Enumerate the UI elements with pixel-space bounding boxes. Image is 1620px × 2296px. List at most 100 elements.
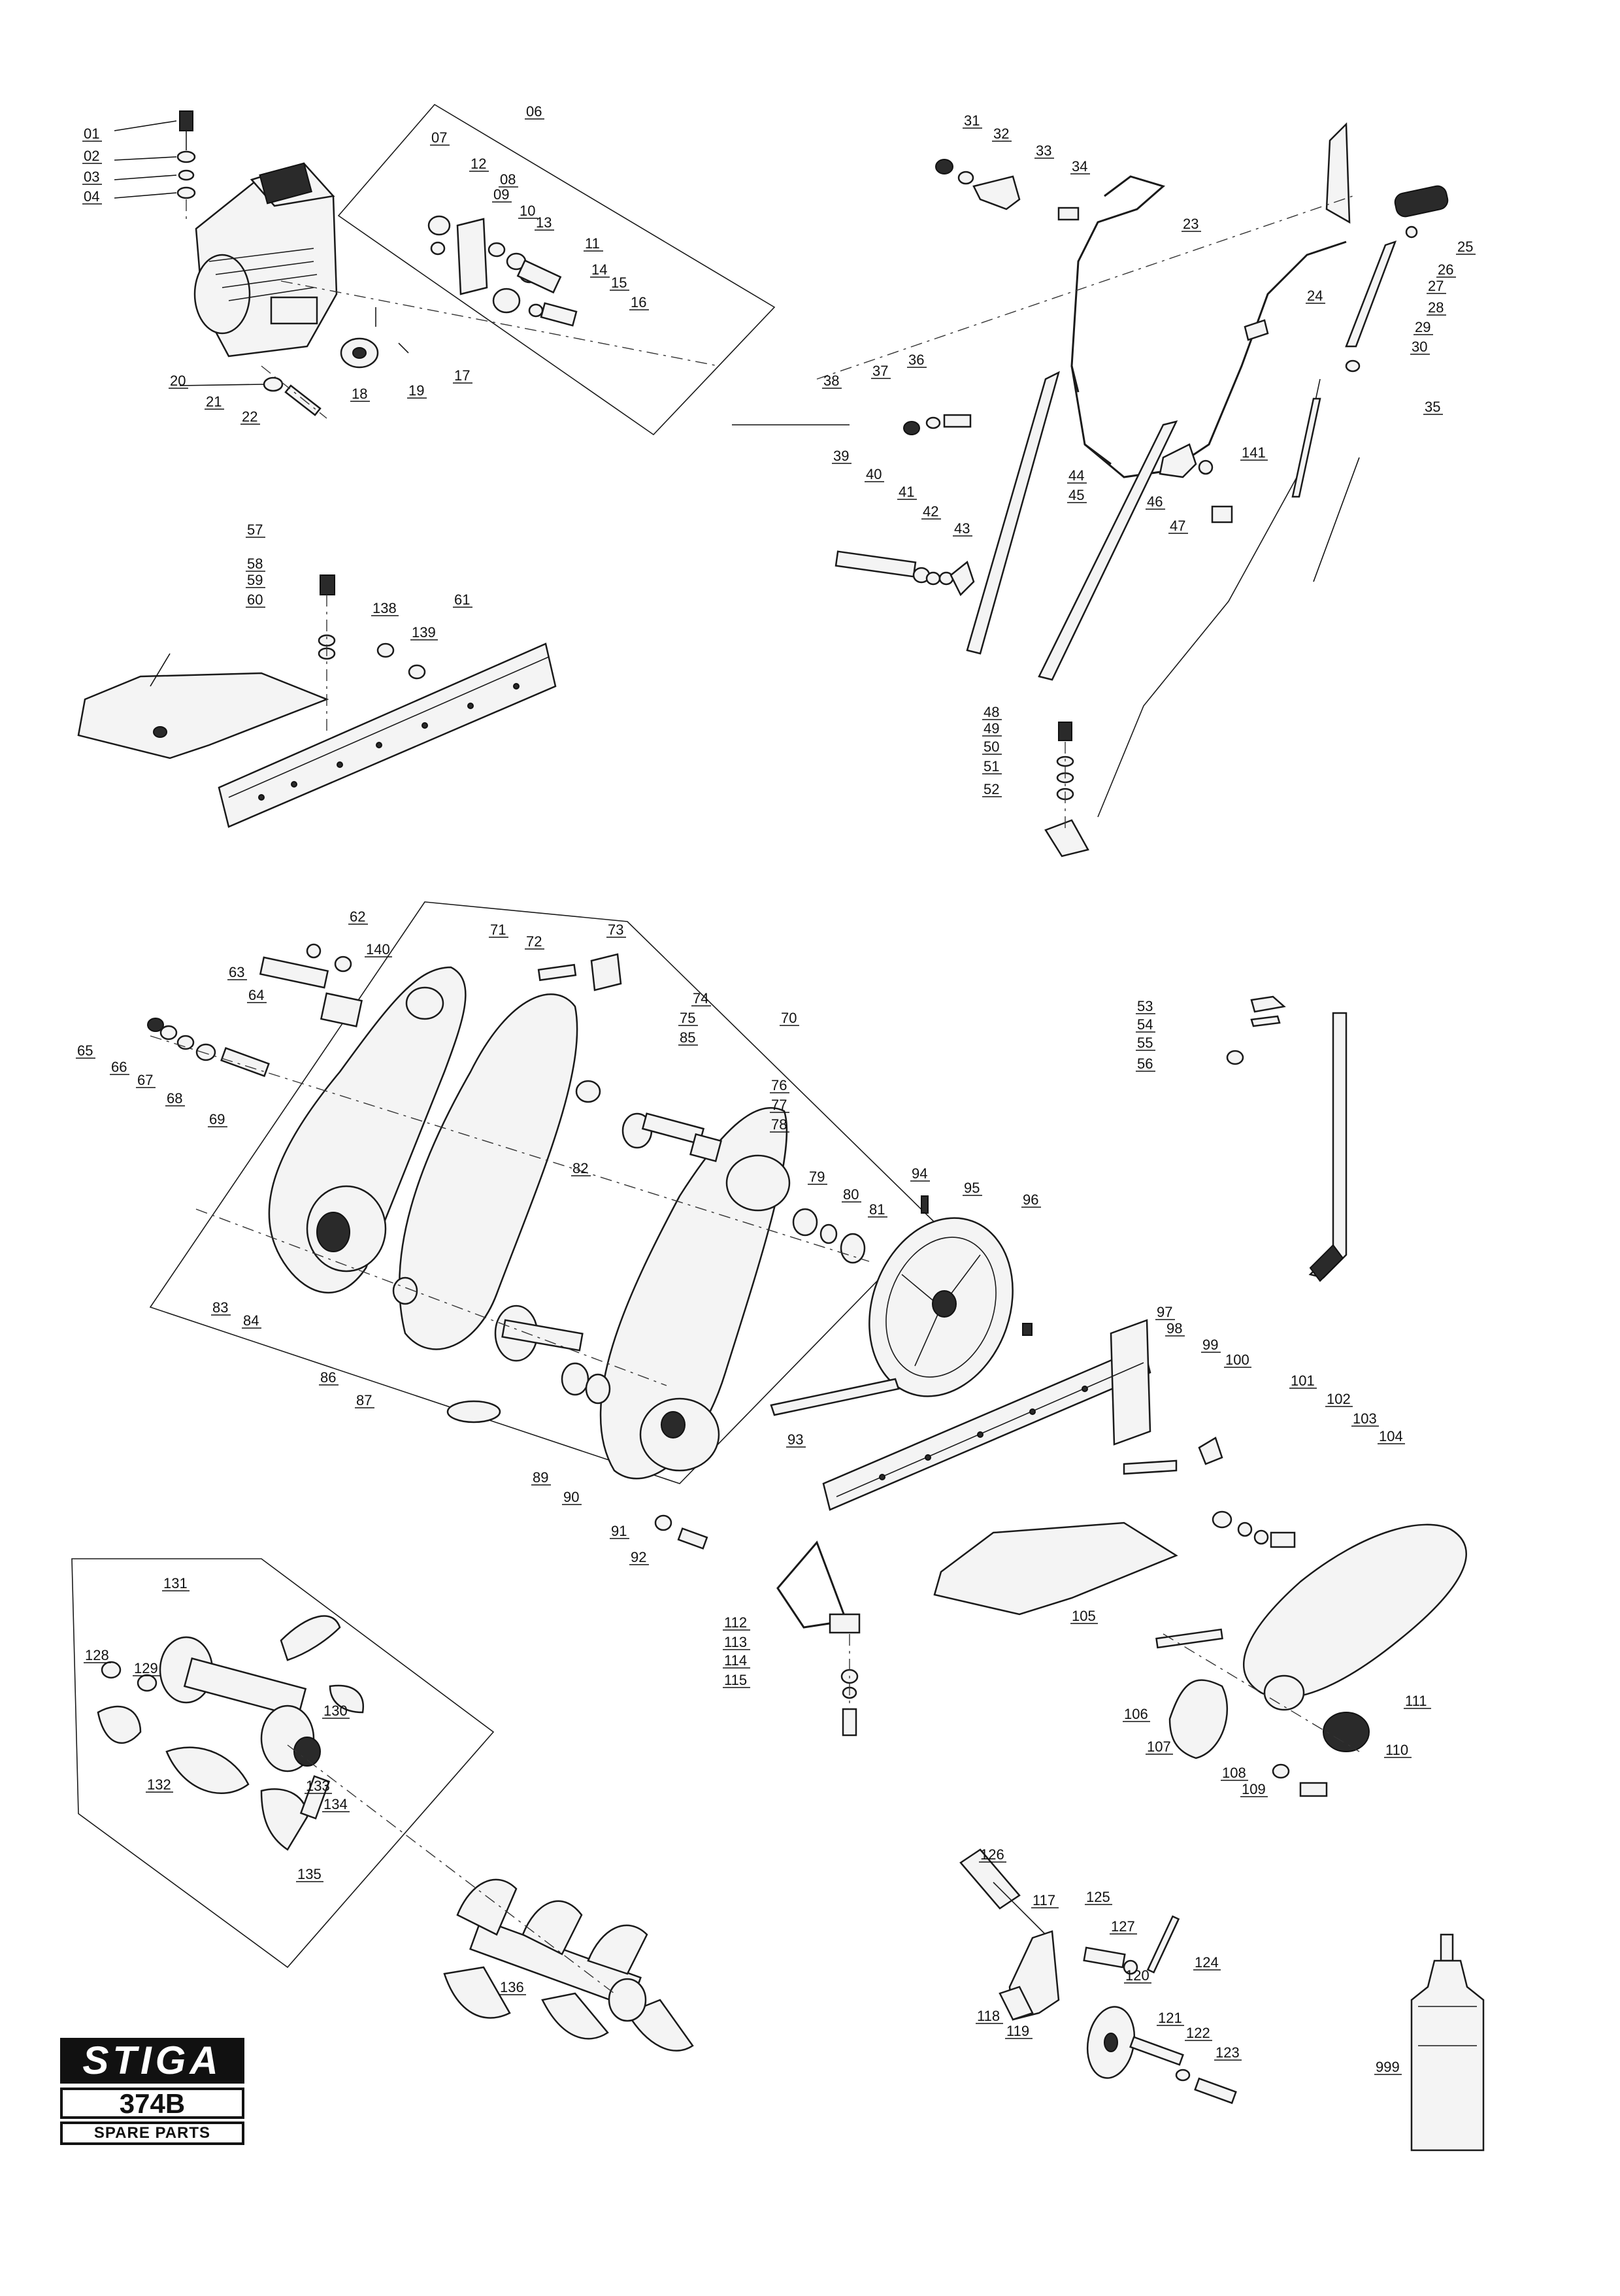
part-label-85: 85 [680,1029,695,1046]
part-label-999: 999 [1376,2059,1400,2075]
part-label-13: 13 [536,214,552,231]
part-label-76: 76 [771,1077,787,1093]
part-label-132: 132 [147,1776,171,1793]
bearing-74 [575,1080,601,1103]
tine-group-frame [71,1558,495,1969]
part-label-45: 45 [1068,487,1084,503]
part-label-18: 18 [352,386,367,402]
part-label-72: 72 [526,933,542,950]
part-label-115: 115 [724,1672,747,1688]
part-label-36: 36 [908,352,924,368]
part-label-41: 41 [899,484,914,500]
part-label-21: 21 [206,393,222,410]
part-91 [654,1514,672,1531]
bolt-104 [1270,1531,1296,1548]
part-98 [1123,1459,1178,1475]
part-label-32: 32 [993,125,1009,142]
part-label-61: 61 [454,591,470,608]
part-label-24: 24 [1307,288,1323,304]
part-label-130: 130 [323,1703,348,1719]
shaft-86 [501,1319,584,1352]
part-label-38: 38 [823,373,839,389]
part-133 [299,1775,331,1820]
screw-34 [1057,207,1080,221]
spare-parts-caption: SPARE PARTS [60,2121,244,2145]
part-102 [1237,1522,1253,1537]
pulley-hub [932,1290,957,1318]
blade-left [97,1705,142,1744]
part-label-107: 107 [1147,1739,1171,1755]
bolt-57 [320,574,335,595]
part-label-117: 117 [1033,1892,1055,1908]
nut-04 [176,186,196,199]
tine-136-f [626,1999,694,2052]
part-label-14: 14 [591,261,607,278]
axle-121 [1129,2036,1184,2066]
engine-cover [193,254,251,335]
part-68 [195,1043,216,1061]
part-label-17: 17 [454,367,470,384]
part-41 [925,571,941,586]
model-number: 374B [60,2088,244,2119]
part-label-16: 16 [631,294,646,310]
part-label-19: 19 [408,382,424,399]
part-label-44: 44 [1068,467,1084,484]
part-24 [1244,319,1269,341]
guard-111 [1243,1523,1467,1699]
part-label-57: 57 [247,522,263,538]
bolt-69 [220,1047,270,1077]
part-label-83: 83 [212,1299,228,1316]
part-label-40: 40 [866,466,882,482]
part-79 [792,1208,818,1237]
part-31 [935,159,953,175]
part-label-22: 22 [242,408,257,425]
tine-136-a [456,1878,518,1936]
tine-136-e [587,1924,648,1975]
sprocket-87 [446,1400,501,1423]
part-label-75: 75 [680,1010,695,1026]
part-09 [488,242,506,258]
oil-bottle-group [1410,1933,1485,2152]
chaincase-group [147,901,936,1550]
part-label-37: 37 [872,363,888,379]
tine-136-c [521,1900,583,1955]
tine-hub-136 [608,1978,647,2022]
washer-03 [178,169,195,181]
part-108 [1272,1763,1290,1779]
part-label-74: 74 [693,990,708,1007]
part-label-07: 07 [431,129,447,146]
part-label-114: 114 [724,1652,747,1669]
part-label-94: 94 [912,1165,927,1182]
chain-82 [398,993,578,1350]
part-113 [829,1613,861,1634]
part-label-03: 03 [84,169,99,185]
part-83-84 [392,1276,418,1305]
part-label-124: 124 [1195,1954,1219,1971]
part-15 [528,303,544,318]
part-label-99: 99 [1202,1337,1218,1353]
part-label-93: 93 [787,1431,803,1448]
cable-27-29 [1345,240,1397,348]
part-label-91: 91 [611,1523,627,1539]
frame-plate-group [77,574,557,828]
part-label-101: 101 [1291,1373,1315,1389]
blade-130b [329,1684,365,1714]
part-label-60: 60 [247,591,263,608]
part-label-141: 141 [1242,444,1266,461]
part-label-90: 90 [563,1489,579,1505]
brand-logo-text: STIGA [60,2038,244,2084]
part-label-62: 62 [350,908,365,925]
key-19 [398,342,409,354]
part-label-135: 135 [297,1866,322,1882]
bolt-115 [842,1708,857,1737]
part-label-89: 89 [533,1469,548,1486]
part-label-123: 123 [1215,2044,1240,2061]
belt-93 [770,1378,900,1416]
part-label-81: 81 [869,1201,885,1218]
part-label-56: 56 [1137,1056,1153,1072]
part-101 [1212,1510,1232,1529]
part-label-39: 39 [833,448,849,464]
part-label-08: 08 [500,171,516,188]
lever-group [1226,995,1347,1282]
